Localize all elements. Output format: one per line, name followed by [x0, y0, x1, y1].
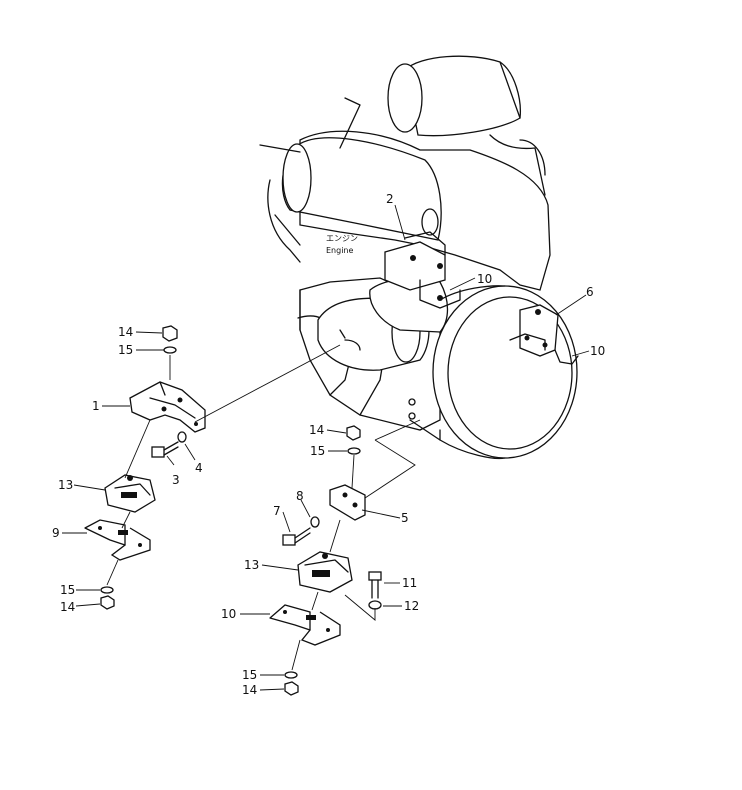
engine-label: エンジン Engine: [326, 234, 358, 255]
bolt-part-11: [368, 571, 382, 599]
callout-4: 4: [195, 461, 203, 475]
callout-10: 10: [590, 344, 605, 358]
bracket-part-5: [329, 484, 366, 521]
nut-part-14-bottom-left: [100, 595, 115, 610]
callout-10: 10: [477, 272, 492, 286]
bracket-part-2: [384, 231, 461, 309]
washer-part-8: [310, 516, 320, 528]
engine: [259, 55, 578, 460]
callout-14: 14: [309, 423, 324, 437]
callout-11: 11: [402, 576, 417, 590]
callout-leaders: [62, 204, 590, 691]
washer-part-15-top-left: [163, 346, 177, 354]
callout-15: 15: [60, 583, 75, 597]
bracket-part-9: [84, 519, 151, 561]
bolt-part-7: [282, 527, 311, 546]
engine-label-en: Engine: [326, 246, 353, 255]
bracket-part-1: [129, 381, 206, 433]
callout-2: 2: [386, 192, 394, 206]
callout-3: 3: [172, 473, 180, 487]
washer-part-4: [177, 431, 187, 443]
bolt-part-3: [151, 441, 179, 458]
nut-part-14-top-left: [162, 325, 178, 342]
callout-15: 15: [118, 343, 133, 357]
callout-9: 9: [52, 526, 60, 540]
callout-15: 15: [242, 668, 257, 682]
washer-part-15-top-right: [347, 447, 361, 455]
rubber-mount-part-13-right: [297, 551, 353, 593]
callout-13: 13: [244, 558, 259, 572]
washer-part-15-bottom-left: [100, 586, 114, 594]
callouts: 14 15 1 3 4 13 9 15 14 2 10 6 10 14 15 8…: [52, 192, 605, 697]
bracket-part-10-lower: [269, 604, 341, 646]
callout-6: 6: [586, 285, 594, 299]
callout-8: 8: [296, 489, 304, 503]
callout-14: 14: [242, 683, 257, 697]
engine-label-ja: エンジン: [326, 234, 358, 243]
callout-10: 10: [221, 607, 236, 621]
assembly-lines: [106, 344, 421, 671]
callout-7: 7: [273, 504, 281, 518]
washer-part-15-bottom-right: [284, 671, 298, 679]
callout-12: 12: [404, 599, 419, 613]
callout-13: 13: [58, 478, 73, 492]
nut-part-14-bottom-right: [284, 681, 299, 696]
nut-part-14-top-right: [346, 425, 361, 441]
bracket-part-6: [509, 304, 579, 365]
callout-14: 14: [60, 600, 75, 614]
callout-14: 14: [118, 325, 133, 339]
callout-15: 15: [310, 444, 325, 458]
washer-part-12: [368, 600, 382, 610]
callout-1: 1: [92, 399, 100, 413]
callout-5: 5: [401, 511, 409, 525]
rubber-mount-part-13-left: [104, 474, 156, 513]
